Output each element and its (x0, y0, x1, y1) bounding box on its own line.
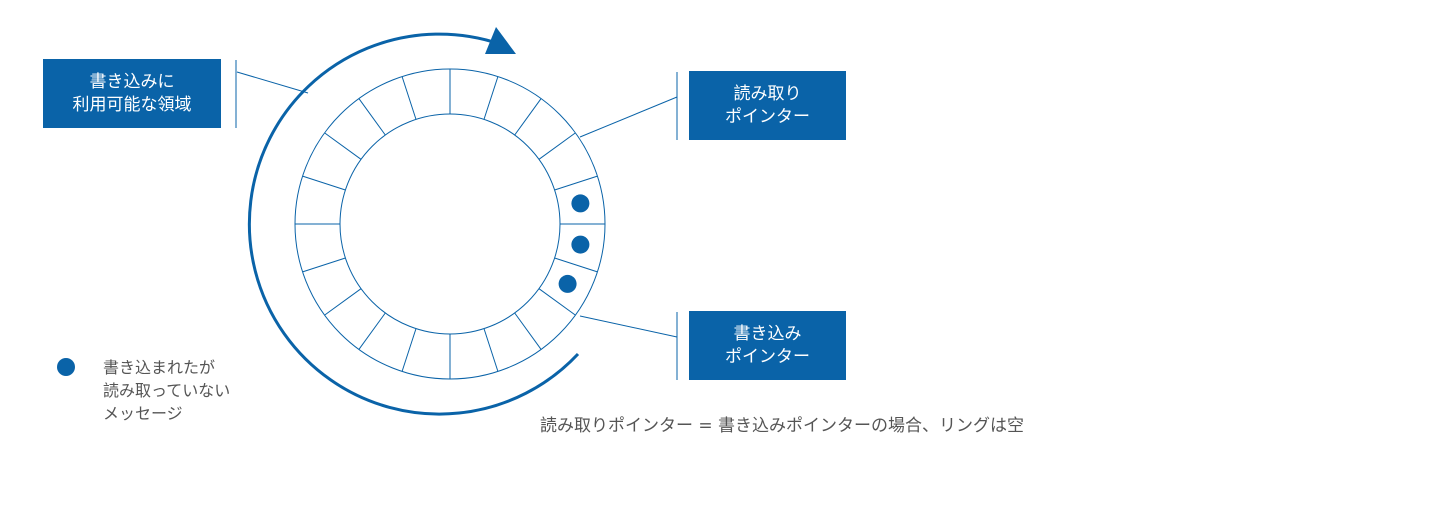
legend-description: 書き込まれたが 読み取っていない メッセージ (103, 356, 230, 425)
write-direction-arc (247, 32, 580, 416)
ring-slot-divider (514, 312, 542, 350)
ring-slot-divider (538, 288, 576, 316)
unread-message-dot (571, 235, 590, 254)
ring-slot-divider (302, 257, 346, 273)
ring-slot-divider (324, 132, 362, 160)
write-pointer-leader (579, 315, 678, 338)
ring-slot-divider (358, 312, 386, 350)
unread-message-dot (571, 194, 590, 213)
ring-slot-divider (514, 98, 542, 136)
write-pointer-label: 書き込み ポインター (689, 311, 846, 380)
legend-line-3: メッセージ (103, 404, 183, 423)
read-pointer-line-2: ポインター (725, 106, 810, 127)
available-area-line-2: 利用可能な領域 (72, 94, 192, 115)
available-area-leader (236, 71, 309, 94)
read-pointer-label: 読み取り ポインター (689, 71, 846, 140)
ring-slot-divider (554, 257, 598, 273)
available-area-label: 書き込みに 利用可能な領域 (43, 59, 221, 128)
unread-message-dot (558, 274, 577, 293)
ring-inner (339, 113, 561, 335)
ring-slot-divider (483, 328, 499, 372)
ring-slot-divider (554, 175, 598, 191)
ring-slot-divider (302, 175, 346, 191)
ring-slot-divider (324, 288, 362, 316)
ring-slot-divider (401, 328, 417, 372)
ring-outer (294, 68, 606, 380)
write-pointer-line-2: ポインター (725, 346, 810, 367)
write-direction-arrowhead (485, 27, 516, 54)
read-pointer-line-1: 読み取り (733, 83, 802, 104)
read-pointer-leader (579, 96, 678, 138)
legend-line-2: 読み取っていない (103, 381, 231, 400)
ring-slot-divider (401, 76, 417, 120)
ring-slot-divider (483, 76, 499, 120)
write-pointer-line-1: 書き込み (733, 323, 802, 344)
legend-line-1: 書き込まれたが (103, 358, 216, 377)
available-area-line-1: 書き込みに (89, 71, 175, 92)
ring-slot-divider (538, 132, 576, 160)
ring-slot-divider (358, 98, 386, 136)
empty-ring-caption: 読み取りポインター = 書き込みポインターの場合、リングは空 (540, 416, 1025, 436)
legend-unread-dot (57, 358, 75, 376)
